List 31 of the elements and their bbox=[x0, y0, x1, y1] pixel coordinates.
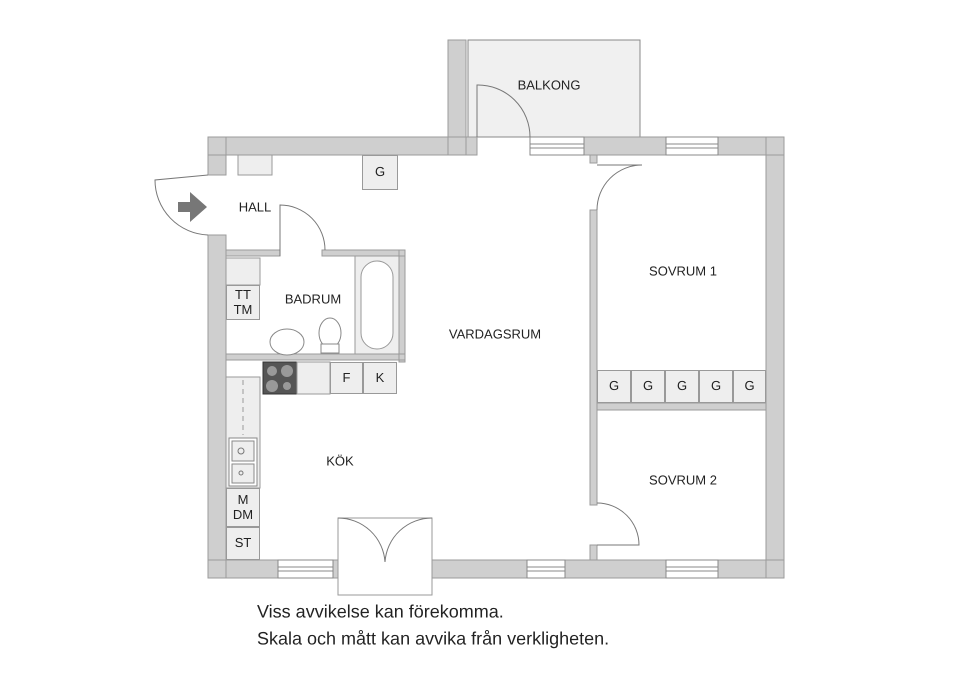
room-label: HALL bbox=[238, 198, 272, 216]
fixture-code: G bbox=[374, 165, 386, 180]
fixture-box bbox=[226, 527, 260, 560]
room-label: VARDAGSRUM bbox=[448, 325, 542, 344]
fixture-code: F bbox=[342, 370, 352, 386]
fixture-code: G bbox=[710, 379, 722, 394]
fixture-box bbox=[226, 488, 260, 527]
fixture-code: TT TM bbox=[232, 288, 254, 317]
fixture-code: ST bbox=[234, 536, 252, 551]
fixture-box bbox=[226, 285, 260, 320]
fixture-box bbox=[631, 370, 665, 403]
fixture-box bbox=[597, 370, 631, 403]
fixture-box bbox=[362, 155, 398, 190]
fixture-box bbox=[363, 362, 397, 394]
fixture-code: K bbox=[374, 370, 386, 386]
room-label: SOVRUM 1 bbox=[649, 262, 717, 280]
fixture-code: G bbox=[608, 379, 620, 394]
fixture-box bbox=[330, 362, 363, 394]
note-text: Viss avvikelse kan förekomma. bbox=[257, 600, 504, 624]
room-label: KÖK bbox=[326, 452, 354, 470]
fixture-code: G bbox=[642, 379, 654, 394]
fixture-box bbox=[733, 370, 766, 403]
fixture-box bbox=[699, 370, 733, 403]
fixture-code: G bbox=[676, 379, 688, 394]
fixture-code: G bbox=[743, 379, 756, 394]
room-label: BADRUM bbox=[284, 290, 342, 308]
fixture-box bbox=[665, 370, 699, 403]
room-label: SOVRUM 2 bbox=[649, 471, 717, 490]
room-label: BALKONG bbox=[518, 76, 580, 94]
fixture-code: M DM bbox=[232, 493, 254, 522]
note-text: Skala och mått kan avvika från verkligheten. bbox=[257, 628, 610, 650]
